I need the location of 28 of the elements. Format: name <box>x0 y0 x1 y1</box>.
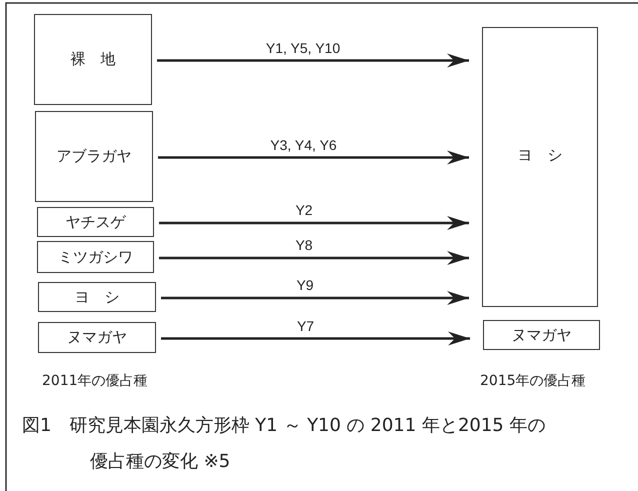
column-caption: 2015年の優占種 <box>480 372 586 390</box>
edge-label: Y8 <box>293 237 315 253</box>
edge-label: Y9 <box>294 277 316 293</box>
arrow <box>158 150 469 164</box>
arrow <box>159 251 469 265</box>
species-box <box>38 282 156 312</box>
arrow <box>161 332 470 346</box>
arrow <box>159 216 469 230</box>
species-box <box>37 207 154 237</box>
species-name: ヨ シ <box>74 288 120 306</box>
figure-caption: 図1 研究見本園永久方形枠 Y1 ～ Y10 の 2011 年と2015 年の優占種の変化 ※5 <box>22 414 546 474</box>
species-box <box>35 111 153 202</box>
species-name: ヤチスゲ <box>66 212 126 232</box>
species-name: 裸 地 <box>70 50 116 69</box>
species-box <box>38 322 156 353</box>
arrow <box>161 291 469 305</box>
species-name: ヨ シ <box>518 146 562 165</box>
species-name: アブラガヤ <box>56 147 132 166</box>
arrow <box>157 54 469 68</box>
species-name: ヌマガヤ <box>512 326 572 344</box>
edge-label: Y2 <box>293 202 315 218</box>
species-box <box>483 320 600 350</box>
column-caption: 2011年の優占種 <box>42 372 148 390</box>
species-name: ミツガシワ <box>58 248 133 266</box>
species-box <box>34 14 152 105</box>
species-name: ヌマガヤ <box>67 328 127 347</box>
species-box <box>37 241 154 273</box>
species-box <box>482 27 598 307</box>
